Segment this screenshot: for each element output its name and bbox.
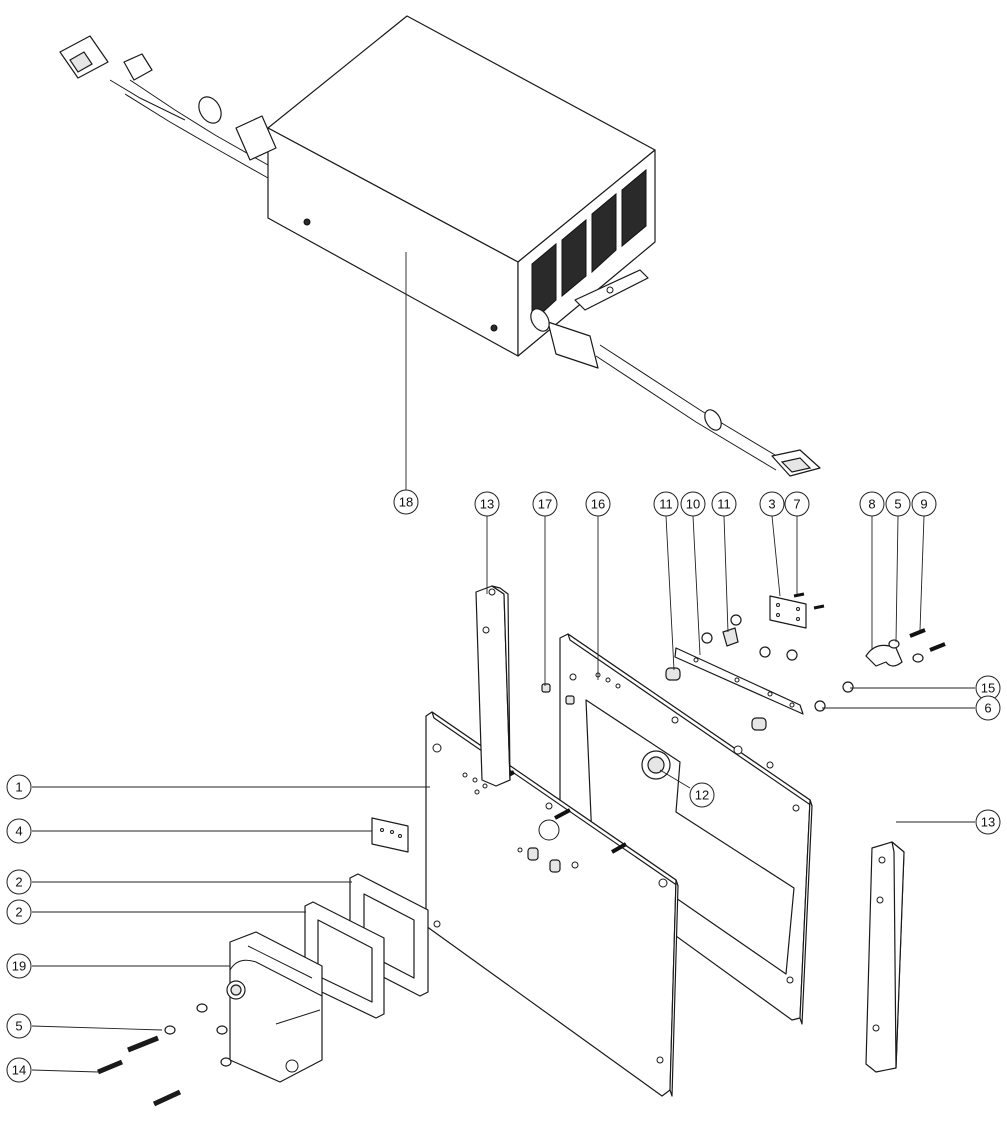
callout-6: 6 — [975, 695, 1001, 721]
vent-grille — [531, 168, 647, 324]
cable-ferrite-left — [198, 96, 277, 161]
callout-8: 8 — [859, 491, 885, 517]
svg-text:13: 13 — [981, 815, 995, 830]
callout-18: 18 — [393, 489, 419, 515]
callout-9: 9 — [911, 491, 937, 517]
callout-5-bottom: 5 — [6, 1013, 32, 1039]
svg-text:11: 11 — [659, 497, 673, 512]
callout-10: 10 — [680, 491, 706, 517]
svg-text:17: 17 — [538, 497, 552, 512]
callout-1: 1 — [6, 774, 32, 800]
svg-text:14: 14 — [12, 1063, 26, 1078]
svg-text:5: 5 — [894, 497, 901, 512]
connector-right — [771, 449, 821, 477]
svg-text:3: 3 — [768, 497, 775, 512]
svg-text:1: 1 — [15, 780, 22, 795]
svg-text:15: 15 — [981, 681, 995, 696]
svg-text:16: 16 — [591, 497, 605, 512]
svg-text:11: 11 — [717, 497, 731, 512]
callout-16: 16 — [585, 491, 611, 517]
svg-text:13: 13 — [480, 497, 494, 512]
callout-19: 19 — [6, 953, 32, 979]
svg-text:18: 18 — [399, 495, 413, 510]
callout-11-left: 11 — [653, 491, 679, 517]
fasteners-bottom — [97, 1003, 232, 1107]
callout-13-lower: 13 — [975, 809, 1001, 835]
mounting-rail-lower — [865, 841, 905, 1073]
callout-12: 12 — [689, 782, 715, 808]
svg-text:8: 8 — [868, 497, 875, 512]
callout-14: 14 — [6, 1057, 32, 1083]
hardware-group-top — [541, 592, 946, 731]
label-plate — [371, 817, 409, 853]
cable-ferrite-right — [530, 308, 722, 431]
callout-13-upper: 13 — [474, 491, 500, 517]
callout-5-top: 5 — [885, 491, 911, 517]
callout-17: 17 — [532, 491, 558, 517]
mounting-rail-upper — [475, 585, 511, 787]
charger-unit — [59, 15, 821, 477]
svg-text:9: 9 — [920, 497, 927, 512]
callout-11-right: 11 — [711, 491, 737, 517]
svg-text:19: 19 — [12, 959, 26, 974]
leader-lines — [31, 252, 975, 1073]
callout-2-lower: 2 — [6, 899, 32, 925]
callout-4: 4 — [6, 818, 32, 844]
svg-text:2: 2 — [15, 905, 22, 920]
svg-text:12: 12 — [695, 788, 709, 803]
rear-mounting-frame — [559, 633, 813, 1025]
svg-text:6: 6 — [984, 701, 991, 716]
svg-text:4: 4 — [15, 824, 22, 839]
connector-left — [59, 35, 153, 81]
svg-text:2: 2 — [15, 875, 22, 890]
callout-2-upper: 2 — [6, 869, 32, 895]
callout-15: 15 — [975, 675, 1001, 701]
callout-3: 3 — [759, 491, 785, 517]
callout-7: 7 — [784, 491, 810, 517]
svg-text:10: 10 — [686, 497, 700, 512]
svg-text:7: 7 — [793, 497, 800, 512]
socket-enclosure — [226, 931, 323, 1083]
svg-text:5: 5 — [15, 1019, 22, 1034]
